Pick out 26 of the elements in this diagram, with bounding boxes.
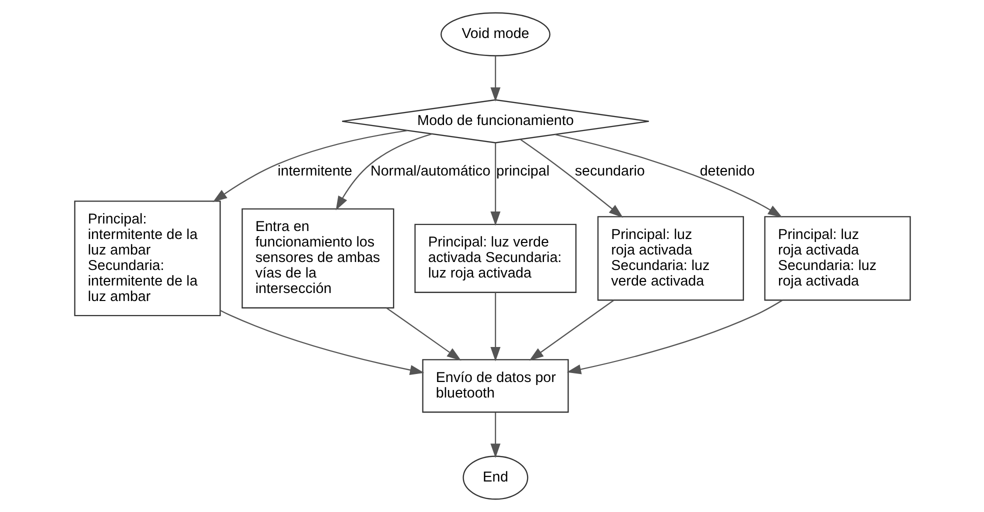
edge-label: Normal/automático — [370, 164, 490, 180]
node-box: Principal: luz roja activada Secundaria: luz verde activada — [596, 216, 744, 301]
arrow — [220, 310, 424, 375]
edge-label: principal — [496, 164, 550, 180]
arrow — [490, 412, 500, 458]
node-box: Envío de datos por bluetooth — [422, 359, 568, 413]
arrow — [490, 292, 500, 362]
arrow — [490, 56, 500, 102]
arrow — [554, 134, 782, 218]
edge-label: detenido — [699, 164, 754, 180]
node-ellipse: Void mode — [440, 12, 550, 56]
arrow — [335, 133, 432, 210]
edge-label: secundario — [574, 164, 644, 180]
node-box: Principal: luz roja activada Secundaria: luz roja activada — [764, 216, 910, 301]
node-ellipse: End — [462, 456, 528, 500]
arrow — [490, 142, 500, 226]
arrow — [528, 300, 614, 361]
arrow — [520, 139, 623, 218]
node-box: Entra en funcionamiento los sensores de ambas vías de la intersección — [241, 208, 394, 308]
node-box: Principal: intermitente de la luz ambar Secundaria: intermitente de la luz ambar — [74, 200, 220, 316]
edge-label: intermitente — [277, 164, 352, 180]
arrow — [566, 300, 782, 374]
arrow — [386, 307, 461, 361]
arrow — [212, 130, 408, 202]
node-diamond: Modo de funcionamiento — [341, 99, 649, 144]
node-box: Principal: luz verde activada Secundaria: luz roja activada — [414, 224, 576, 293]
